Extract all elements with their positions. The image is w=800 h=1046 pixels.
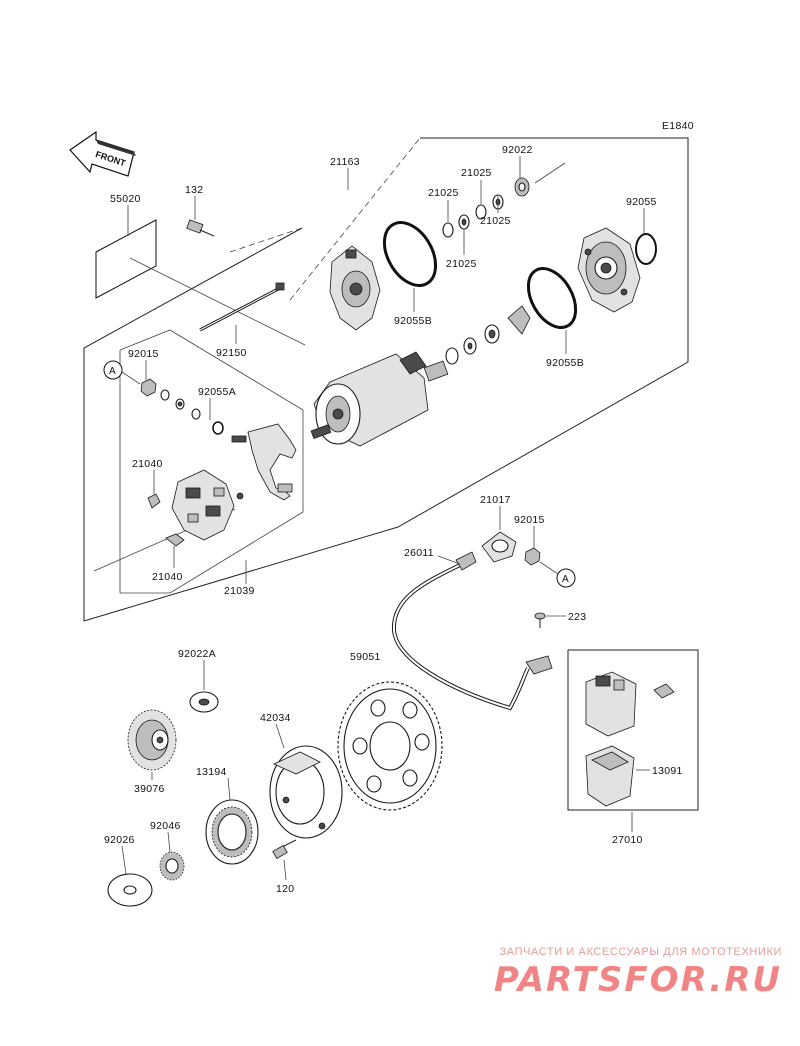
label-21039: 21039 [224,585,255,597]
label-223: 223 [568,611,586,623]
label-92055b-right: 92055B [546,357,584,369]
svg-text:A: A [109,366,116,377]
label-21025-a: 21025 [461,167,492,179]
brush-assembly-21040-icon [147,469,244,547]
o-ring-92055b-left-icon [382,221,438,287]
svg-text:A: A [562,574,569,585]
label-120: 120 [276,883,294,895]
watermark-logo: PARTSFOR.RU [493,960,782,1000]
starter-relay-icon [585,671,675,737]
label-132: 132 [185,184,203,196]
label-55020: 55020 [110,193,141,205]
o-ring-92055b-right-icon [526,267,578,329]
nut-92015-icon [524,547,541,566]
screw-223-icon [534,612,546,628]
rear-end-cover-icon [577,227,641,313]
label-92022a: 92022A [178,648,216,660]
motor-yoke-icon [310,351,449,447]
starter-cable-26011-icon [391,551,553,711]
shaft-shims-icon [445,305,531,365]
washer-92022a-icon [189,691,219,713]
needle-bearing-92046-icon [159,851,185,881]
label-92026: 92026 [104,834,135,846]
front-arrow-icon: FRONT [69,130,136,177]
starter-gear-59051-icon [337,681,443,811]
bolt-132-icon [186,219,215,237]
label-21017: 21017 [480,494,511,506]
label-21040-top: 21040 [132,458,163,470]
bolt-120-icon [272,839,297,860]
label-39076: 39076 [134,783,165,795]
terminal-boot-21017-icon [481,531,517,563]
label-21040-bottom: 21040 [152,571,183,583]
label-21163: 21163 [330,156,360,168]
o-ring-92055-icon [635,233,657,265]
label-27010: 27010 [612,834,643,846]
diagram-code: E1840 [662,120,694,132]
part-number-labels: 55020 132 21163 92022 21025 21025 21025 … [104,144,683,895]
relay-box-frame [567,649,699,811]
terminal-nut-washers-icon [140,378,224,435]
label-26011: 26011 [404,547,434,559]
watermark: ЗАПЧАСТИ И АКСЕССУАРЫ ДЛЯ МОТОТЕХНИКИ PA… [494,946,782,1000]
label-92015-right: 92015 [514,514,545,526]
label-21025-c: 21025 [480,215,511,227]
bearing-92022-icon [514,177,530,197]
label-92055: 92055 [626,196,657,208]
label-13091: 13091 [652,765,683,777]
label-59051: 59051 [350,651,381,663]
label-21025-d: 21025 [446,258,477,270]
label-92055a: 92055A [198,386,236,398]
one-way-clutch-13194-icon [205,799,259,865]
brush-holder-plate-icon [231,423,297,501]
callout-a-left: A [103,360,141,385]
label-13194: 13194 [196,766,227,778]
washer-92026-icon [107,873,153,907]
label-42034: 42034 [260,712,291,724]
washer-stack-21025-icon [442,194,504,238]
clutch-housing-42034-icon [269,745,343,839]
callout-a-right: A [539,561,576,588]
front-cover-icon [329,245,381,331]
relay-boot-13091-icon [585,745,635,807]
leader-lines [121,156,650,881]
label-21025-b: 21025 [428,187,459,199]
idle-gear-39076-icon [127,709,177,771]
label-92055b-left: 92055B [394,315,432,327]
through-bolt-92150-icon [199,282,285,332]
watermark-tagline: ЗАПЧАСТИ И АКСЕССУАРЫ ДЛЯ МОТОТЕХНИКИ [499,946,782,958]
gasket-55020-icon [95,219,157,299]
label-92022: 92022 [502,144,533,156]
label-92015-left: 92015 [128,348,159,360]
label-92046: 92046 [150,820,181,832]
label-92150: 92150 [216,347,247,359]
